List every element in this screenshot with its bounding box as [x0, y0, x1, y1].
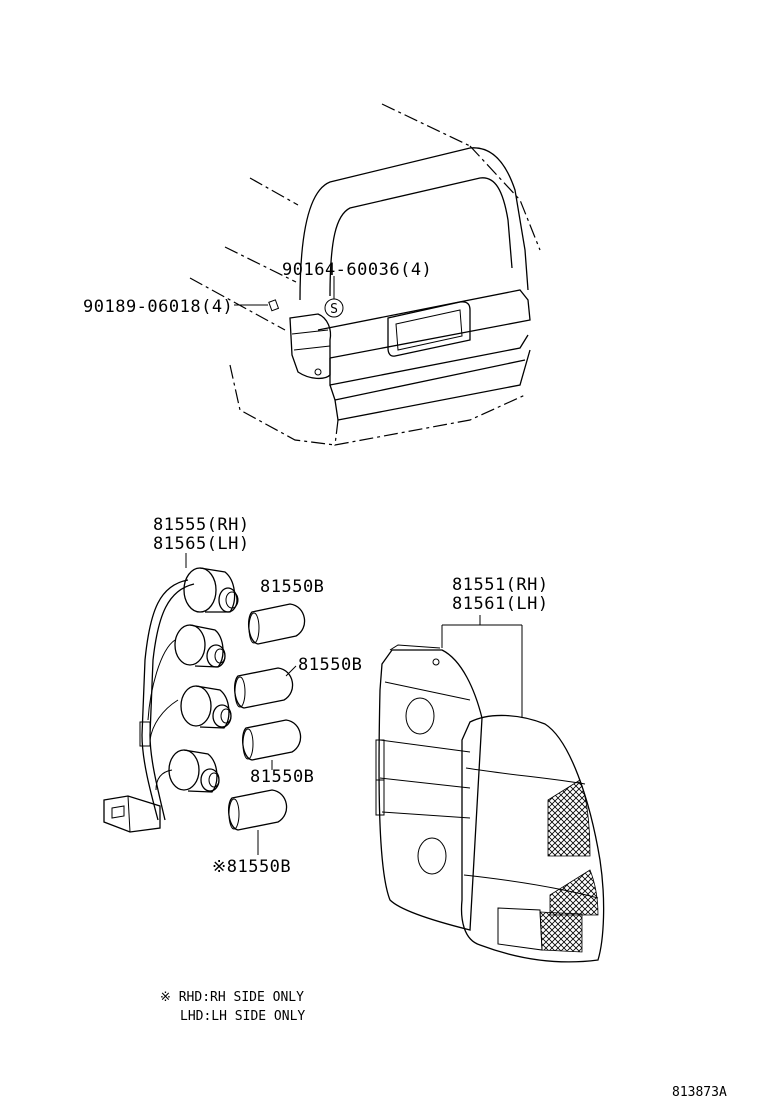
socket-4	[168, 749, 220, 793]
note-lhd: LHD:LH SIDE ONLY	[180, 1009, 305, 1024]
bulb-1-part-number: 81550B	[260, 577, 324, 597]
lamp-rh-part-number: 81551(RH)	[452, 575, 549, 595]
socket-wire-assembly	[103, 567, 239, 833]
socket-1	[183, 567, 239, 613]
lamp-lh-part-number: 81561(LH)	[452, 594, 549, 614]
bulb-2-leader	[285, 665, 297, 677]
bulb-2-part-number: 81550B	[298, 655, 362, 675]
bulb-3	[241, 719, 302, 761]
screw-icon	[268, 299, 280, 312]
screw-part-number: 90189-06018(4)	[83, 297, 233, 317]
bulb-1	[247, 603, 306, 645]
note-rhd: ※ RHD:RH SIDE ONLY	[160, 990, 304, 1005]
bolt-marker: S	[330, 302, 338, 317]
socket-3	[180, 685, 232, 729]
bulb-2	[233, 667, 294, 709]
socket-lh-part-number: 81565(LH)	[153, 534, 250, 554]
bulb-4-part-number: ※81550B	[212, 857, 291, 877]
figure-code: 813873A	[672, 1085, 727, 1100]
socket-2	[174, 624, 226, 668]
bulb-3-part-number: 81550B	[250, 767, 314, 787]
vehicle-rear-illustration: S	[189, 103, 541, 446]
bolt-part-number: 90164-60036(4)	[282, 260, 432, 280]
socket-rh-part-number: 81555(RH)	[153, 515, 250, 535]
tail-lamp-assembly	[375, 615, 605, 963]
bulb-4	[227, 789, 288, 831]
